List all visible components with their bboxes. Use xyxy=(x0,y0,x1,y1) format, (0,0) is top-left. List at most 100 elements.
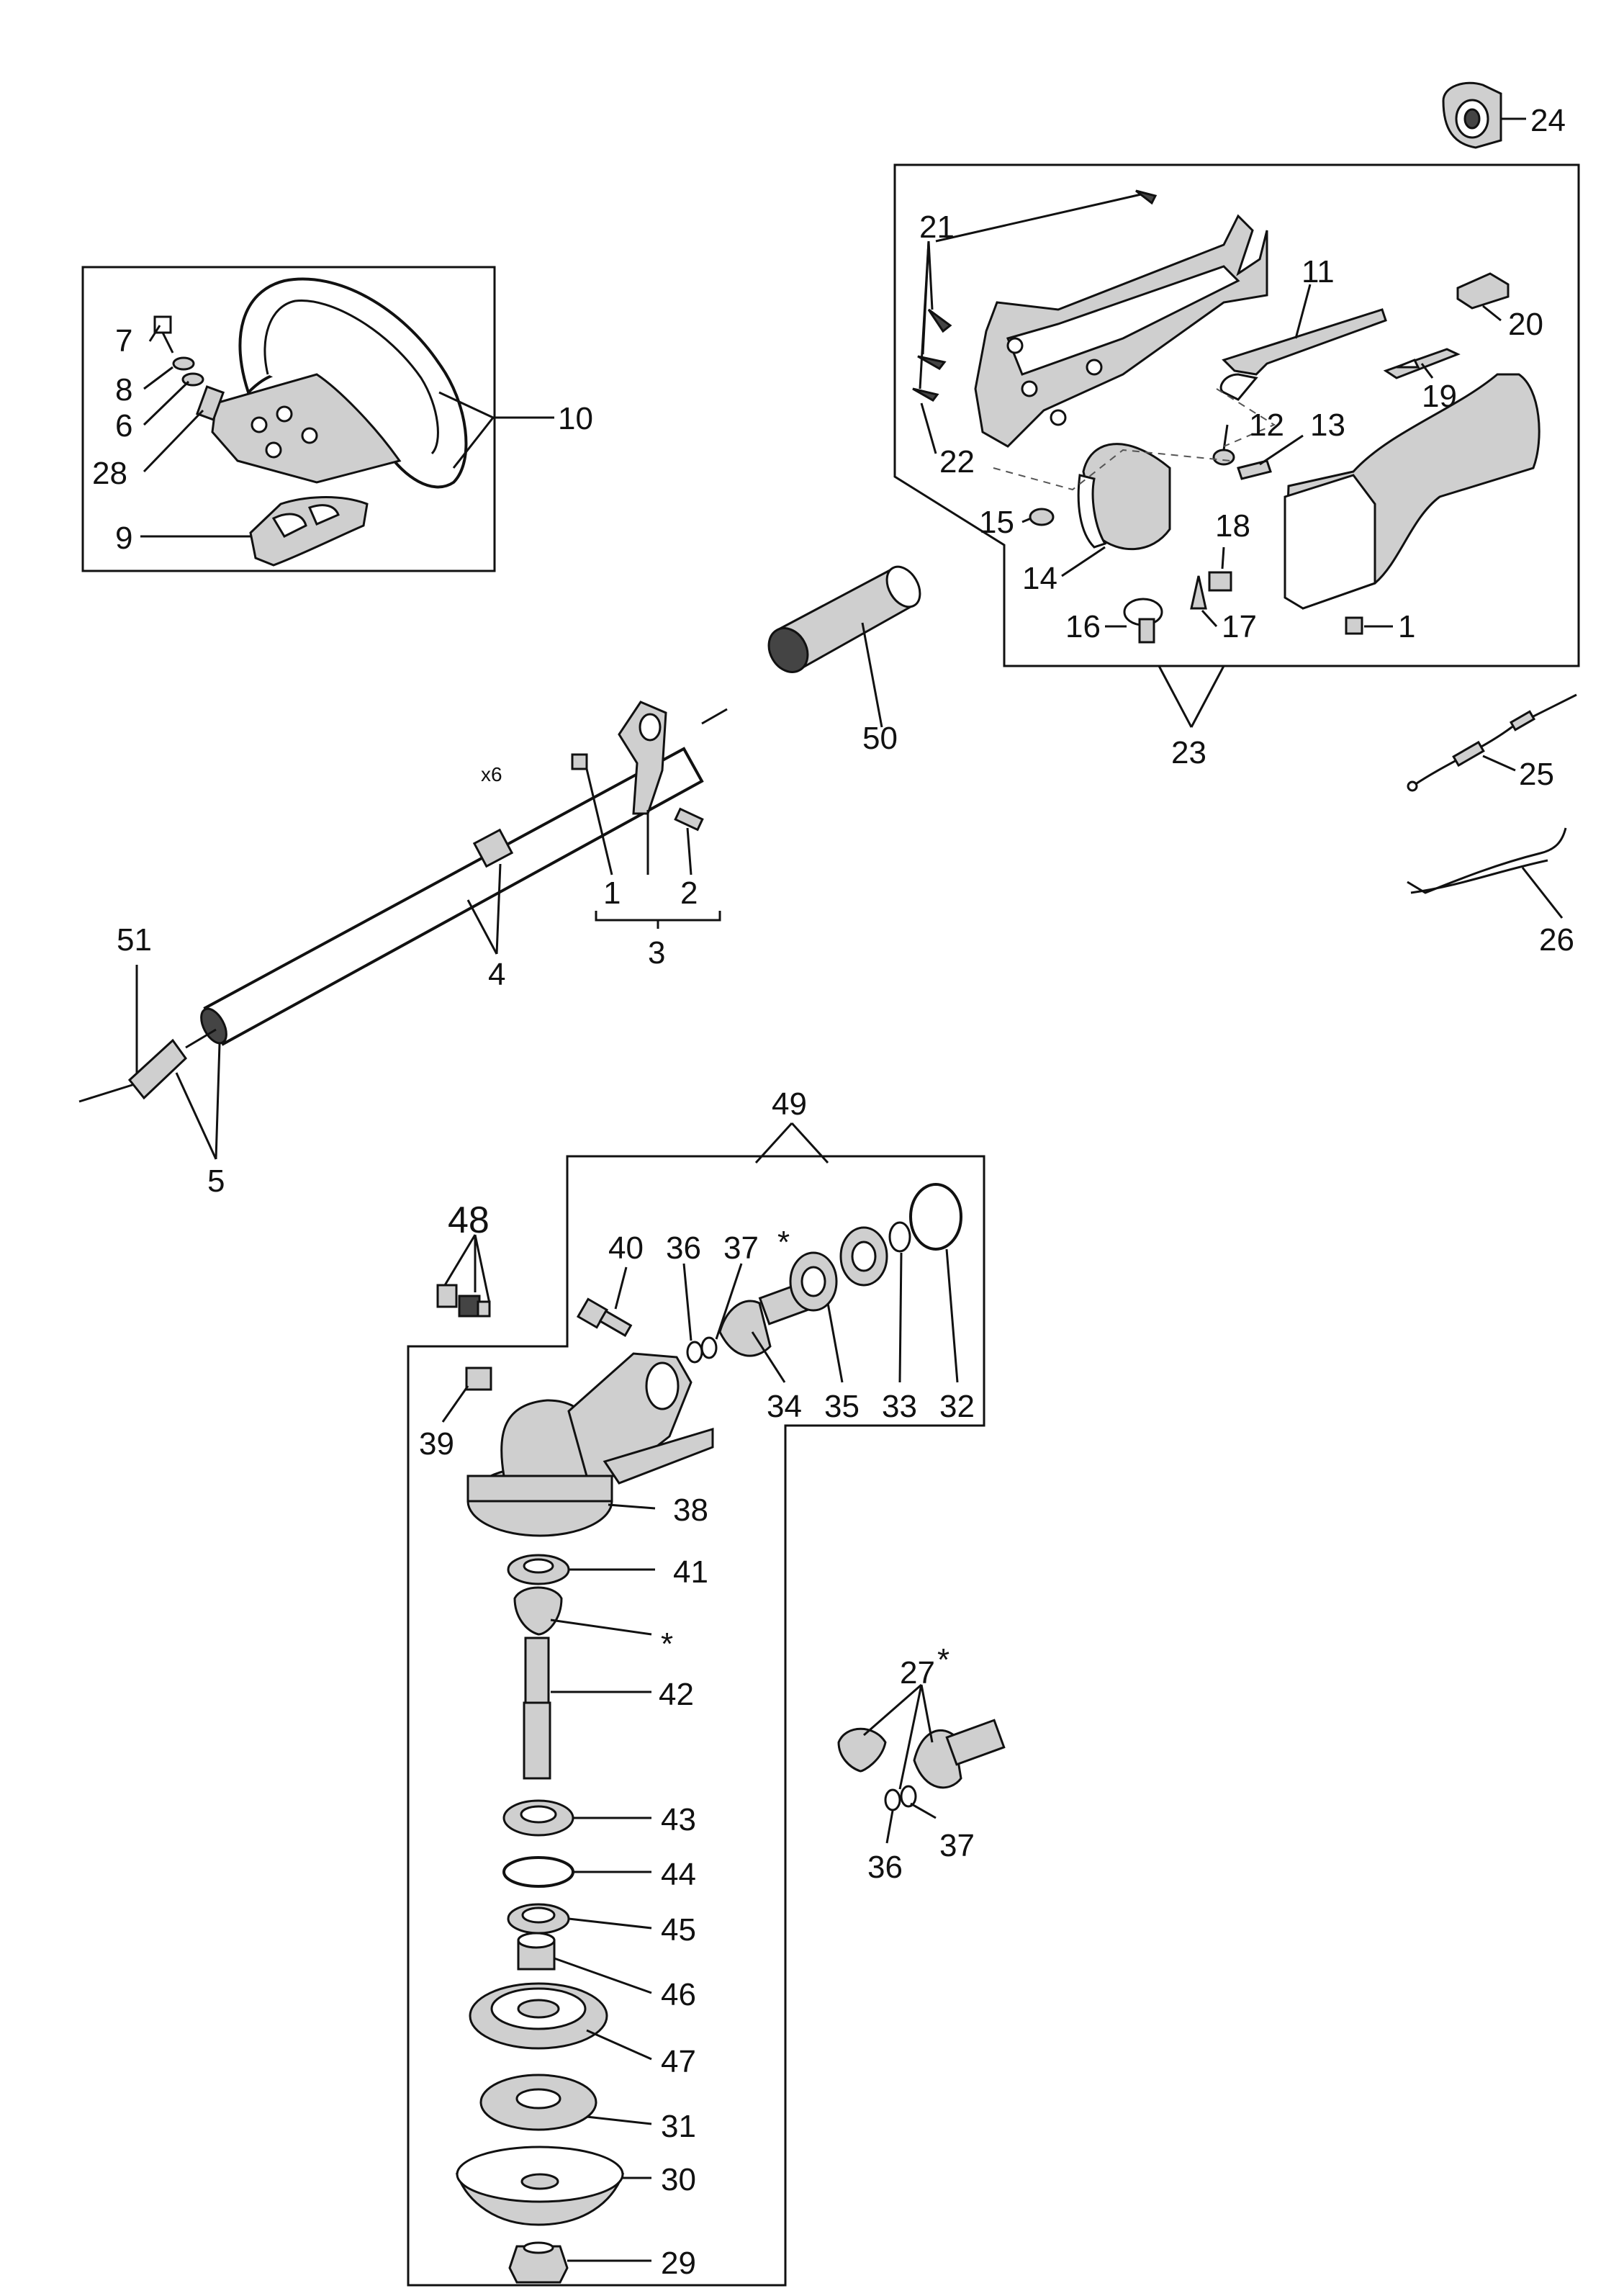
label-3: 3 xyxy=(648,935,665,971)
label-50: 50 xyxy=(862,721,898,756)
part-16-clamp xyxy=(1123,598,1163,644)
label-29: 29 xyxy=(661,2246,696,2281)
label-49: 49 xyxy=(772,1086,807,1122)
part-21-screws xyxy=(912,189,1158,402)
label-10: 10 xyxy=(558,401,593,436)
handle-group-frame xyxy=(81,266,496,572)
label-11: 11 xyxy=(1302,254,1335,289)
label-14: 14 xyxy=(1022,561,1057,596)
label-2: 2 xyxy=(680,875,698,911)
label-31: 31 xyxy=(661,2109,696,2144)
part-1-nut xyxy=(1345,616,1363,635)
label-27: 27 xyxy=(900,1655,935,1691)
part-13-pin xyxy=(1237,459,1272,480)
part-bevel-gear xyxy=(513,1586,563,1636)
part-50-grip xyxy=(767,565,921,673)
label-46: 46 xyxy=(661,1977,696,2012)
label-39: 39 xyxy=(419,1426,454,1462)
label-4: 4 xyxy=(488,957,505,992)
part-43-bearing xyxy=(502,1799,574,1837)
label-1-shaft: 1 xyxy=(603,875,621,911)
part-36-washer xyxy=(686,1341,703,1364)
part-25-cable xyxy=(1407,693,1577,792)
label-43: 43 xyxy=(661,1802,696,1837)
part-23-handle-half-right xyxy=(1284,373,1540,610)
part-9-clamp xyxy=(249,496,369,567)
label-20: 20 xyxy=(1508,307,1543,342)
part-24-cap xyxy=(1442,81,1502,149)
part-4-drive-tube xyxy=(200,747,704,1046)
part-44-ring xyxy=(502,1856,574,1888)
label-21: 21 xyxy=(919,210,955,245)
label-15: 15 xyxy=(979,505,1014,540)
part-32-circlip xyxy=(909,1183,962,1251)
label-25: 25 xyxy=(1519,757,1554,792)
label-1-handle: 1 xyxy=(1398,609,1415,644)
label-47: 47 xyxy=(661,2044,696,2079)
part-42-spindle xyxy=(523,1637,551,1780)
part-37-shim xyxy=(700,1336,718,1359)
label-24: 24 xyxy=(1530,103,1566,138)
label-23: 23 xyxy=(1171,735,1206,770)
part-46-collar xyxy=(517,1932,556,1971)
label-16: 16 xyxy=(1065,609,1101,644)
label-12: 12 xyxy=(1249,408,1284,443)
label-star-gear: * xyxy=(661,1626,673,1662)
label-26: 26 xyxy=(1539,922,1574,958)
label-star-27: * xyxy=(937,1642,949,1678)
part-14-lever xyxy=(1077,443,1171,551)
label-8: 8 xyxy=(115,372,132,408)
label-40: 40 xyxy=(608,1230,644,1266)
assembly-guide xyxy=(993,449,1232,491)
label-7: 7 xyxy=(115,323,132,359)
label-37-kit: 37 xyxy=(939,1828,975,1863)
label-48: 48 xyxy=(448,1199,490,1241)
part-10-loop-handle xyxy=(211,277,468,489)
part-6-bushing xyxy=(195,385,225,421)
part-15-spring xyxy=(1029,508,1055,526)
part-33-snap-ring xyxy=(888,1221,911,1253)
label-45: 45 xyxy=(661,1912,696,1948)
part-22-handle-half-left xyxy=(974,214,1268,448)
part-39-plug xyxy=(465,1367,492,1391)
part-38-gear-housing xyxy=(466,1352,714,1537)
label-28: 28 xyxy=(92,456,127,491)
part-45-seal xyxy=(507,1903,570,1935)
part-51-flex-shaft xyxy=(78,1028,217,1103)
control-handle-group-frame xyxy=(893,163,1580,667)
label-37-gear: 37 xyxy=(723,1230,759,1266)
label-34: 34 xyxy=(767,1389,802,1424)
label-30: 30 xyxy=(661,2162,696,2197)
label-9: 9 xyxy=(115,521,132,556)
part-30-cup xyxy=(455,2146,625,2226)
label-star-34: * xyxy=(777,1225,790,1260)
part-31-washer xyxy=(479,2074,597,2131)
part-12-spring xyxy=(1212,449,1235,466)
label-33: 33 xyxy=(882,1389,917,1424)
part-17-nipple xyxy=(1190,575,1207,610)
label-38: 38 xyxy=(673,1493,708,1528)
part-40-bolt xyxy=(576,1297,633,1337)
label-19: 19 xyxy=(1422,379,1457,414)
label-6: 6 xyxy=(115,408,132,444)
part-47-cover xyxy=(469,1982,608,2050)
part-18-clip xyxy=(1208,571,1232,592)
part-29-nut xyxy=(508,2241,569,2284)
label-35: 35 xyxy=(824,1389,860,1424)
label-44: 44 xyxy=(661,1857,696,1892)
label-22: 22 xyxy=(939,444,975,480)
part-1-2-bracket xyxy=(571,701,728,832)
part-7-screw xyxy=(153,315,174,354)
label-13: 13 xyxy=(1310,408,1345,443)
label-51: 51 xyxy=(117,922,152,958)
gearhead-group-frame xyxy=(407,1155,985,2287)
label-5: 5 xyxy=(207,1163,225,1199)
label-36-kit: 36 xyxy=(867,1850,903,1885)
part-48-screws xyxy=(436,1284,491,1318)
label-x6: x6 xyxy=(481,763,502,785)
part-8-washer xyxy=(172,356,204,387)
part-41-bearing xyxy=(507,1554,570,1585)
part-20-button xyxy=(1456,272,1510,310)
label-36-gear: 36 xyxy=(666,1230,701,1266)
